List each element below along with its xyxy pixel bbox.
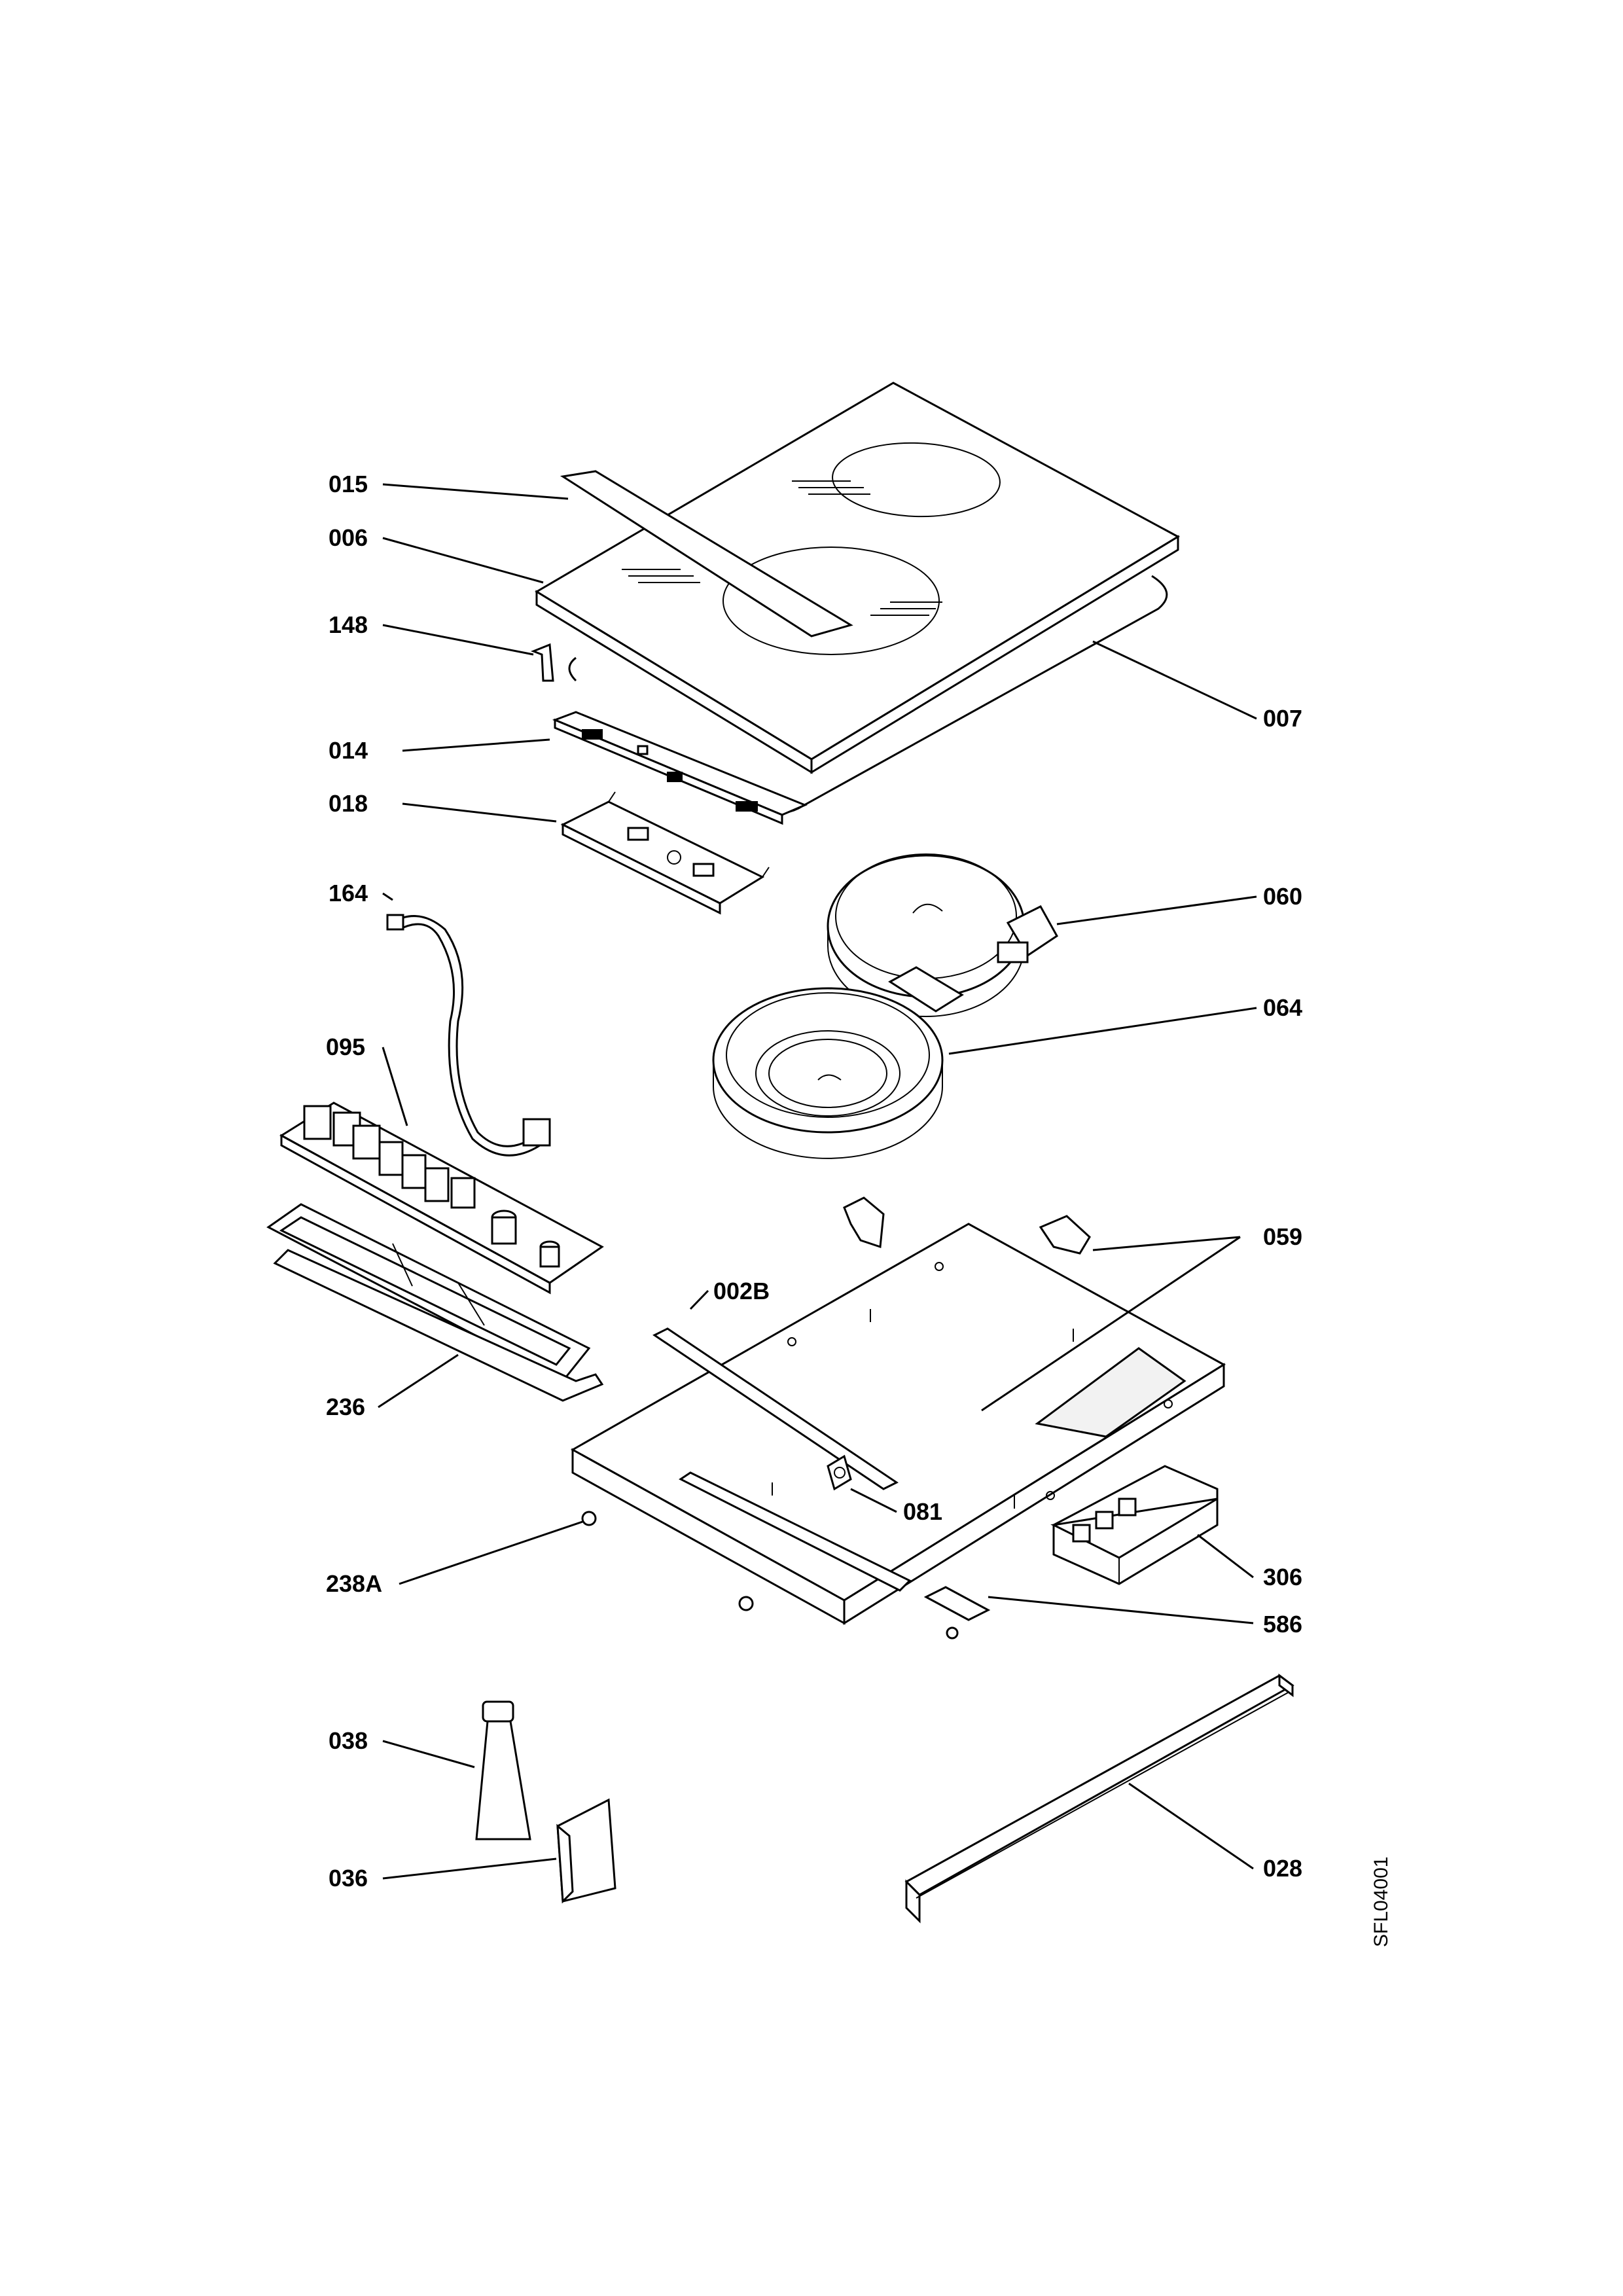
part-064-heating-element [712,966,964,1159]
part-chassis [570,1223,1226,1625]
label-006: 006 [329,524,368,551]
label-015: 015 [329,471,368,497]
part-060-heating-element [827,853,1058,1017]
label-081: 081 [903,1498,942,1525]
label-002B: 002B [713,1278,770,1304]
label-238A: 238A [326,1570,382,1597]
label-038: 038 [329,1727,368,1754]
label-018: 018 [329,790,368,817]
part-148-clip [530,643,554,682]
part-002B-strip [652,1327,899,1490]
part-306-terminal-block [1050,1465,1219,1585]
part-028-rail [904,1674,1294,1924]
label-014: 014 [329,737,368,764]
label-148: 148 [329,611,368,638]
leader-lines [378,483,1257,1880]
part-006-glass-hob [535,382,1181,774]
label-164: 164 [329,880,368,906]
part-036-sachet [556,1798,616,1904]
label-059: 059 [1263,1223,1302,1250]
part-238A-screws [581,1511,754,1611]
label-095: 095 [326,1033,365,1060]
label-586: 586 [1263,1611,1302,1638]
part-014-control-board [552,711,808,825]
part-038-sealant-tube [475,1700,531,1840]
part-586-clip [923,1586,991,1640]
label-007: 007 [1263,705,1302,732]
part-labels: 015 006 148 014 018 164 095 236 238A 038… [326,471,1302,1892]
drawing-code: SFL04001 [1370,1857,1392,1947]
part-018-bracket [560,791,770,915]
label-236: 236 [326,1393,365,1420]
part-095-power-board [279,1102,604,1295]
label-028: 028 [1263,1855,1302,1882]
part-164-ribbon-cable [386,914,551,1157]
part-015-control-strip [560,470,853,637]
part-081 [827,1454,852,1491]
label-306: 306 [1263,1564,1302,1590]
label-060: 060 [1263,883,1302,910]
part-236-frame-tray [266,1203,604,1402]
label-036: 036 [329,1865,368,1892]
label-064: 064 [1263,994,1302,1021]
